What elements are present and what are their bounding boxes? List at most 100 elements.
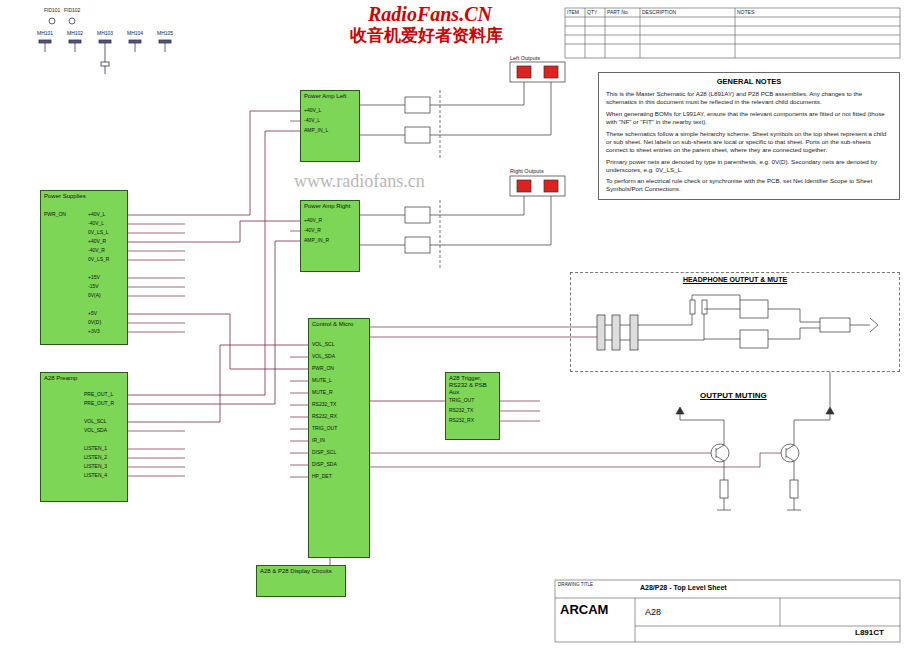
headphone-circuit-part (638, 314, 704, 340)
mounting-holes-part (101, 62, 109, 66)
net-wires-part (128, 431, 185, 432)
signal-wire (128, 111, 300, 215)
drawing-label: NOTES (737, 10, 754, 16)
parts-table-part (565, 17, 900, 18)
pin-name: TRIG_OUT (449, 398, 474, 404)
node-heading: Control & Micro (312, 321, 366, 328)
speaker-output-circuit-part (430, 196, 551, 245)
pin-name: RS232_RX (449, 418, 474, 424)
headphone-circuit-part (630, 315, 638, 350)
pin-name: -40V_R (304, 228, 321, 234)
drawing-label: FID101 (44, 8, 60, 14)
node-heading: Power Amp Left (304, 93, 356, 100)
pin-name: MUTE_L (312, 378, 332, 384)
mounting-holes-part (69, 18, 75, 24)
net-wires-part (290, 477, 308, 478)
headphone-circuit-part (740, 300, 768, 318)
output-muting-circuit (676, 372, 834, 510)
net-wires-part (290, 453, 308, 454)
drawing-label: ARCAM (560, 603, 608, 617)
pin-name: PWR_ON (44, 212, 66, 218)
pin-name: LISTEN_4 (84, 473, 107, 479)
drawing-label: MH101 (37, 31, 53, 37)
output-muting-circuit-part (781, 444, 799, 462)
net-wires-part (370, 453, 711, 454)
pin-name: +40V_R (304, 218, 322, 224)
drawing-label: QTY (587, 10, 597, 16)
speaker-output-circuit-part (360, 215, 405, 216)
net-wires-part (290, 405, 308, 406)
mounting-holes-part (75, 43, 76, 52)
speaker-output-circuit-part (510, 176, 565, 196)
mounting-holes-part (45, 43, 46, 52)
mounting-holes-part (105, 43, 106, 52)
speaker-output-circuit-part (544, 66, 558, 78)
net-wires-part (370, 337, 597, 338)
pin-name: -40V_L (88, 221, 104, 227)
net-wires-part (290, 381, 308, 382)
headphone-circuit-part (820, 318, 850, 332)
title-block (555, 580, 900, 642)
drawing-label: L891CT (855, 629, 884, 638)
mounting-holes-part (105, 52, 106, 62)
drawing-label: Left Outputs (510, 55, 540, 61)
headphone-circuit-part (702, 300, 707, 314)
output-muting-circuit-part (680, 414, 724, 445)
pin-name: PRE_OUT_R (84, 401, 114, 407)
pin-name: HP_DET (312, 474, 332, 480)
headphone-circuit-part (612, 315, 620, 350)
pin-name: IR_IN (312, 438, 325, 444)
node-heading: Power Amp Right (304, 203, 356, 210)
drawing-label: MH102 (67, 31, 83, 37)
pin-name: LISTEN_1 (84, 446, 107, 452)
mounting-holes-part (39, 40, 51, 43)
net-wires-part (290, 231, 300, 232)
parts-table-part (735, 8, 736, 58)
drawing-label: ITEM (567, 10, 579, 16)
pin-name: -15V (88, 284, 99, 290)
headphone-circuit-part (690, 300, 695, 314)
parts-table-part (565, 26, 900, 27)
net-wires-part (128, 296, 185, 297)
output-muting-circuit-part (720, 480, 728, 498)
output-muting-circuit-part (787, 510, 801, 511)
output-muting-circuit-part (711, 444, 729, 462)
headphone-circuit (597, 295, 878, 350)
node-heading: A28 Preamp (44, 375, 124, 382)
output-muting-circuit-part (724, 498, 725, 510)
dashed-region: HEADPHONE OUTPUT & MUTE (570, 272, 900, 372)
mounting-holes-part (99, 40, 111, 43)
pin-name: 0V_LS_L (88, 230, 109, 236)
mounting-holes-part (159, 40, 171, 43)
title-block-part (555, 580, 900, 642)
pin-name: PWR_ON (312, 366, 334, 372)
net-wires-part (128, 332, 185, 333)
mounting-holes-part (105, 66, 106, 74)
output-muting-circuit-part (794, 498, 795, 510)
speaker-output-circuit-part (544, 180, 558, 192)
headphone-circuit-part (638, 314, 692, 325)
parts-table-part (585, 8, 586, 58)
sheet-symbol: Power Amp Left (300, 90, 360, 162)
pin-name: 0V_LS_R (88, 257, 109, 263)
signal-wire (330, 558, 331, 565)
pin-name: 0V(A) (88, 293, 101, 299)
sheet-symbol: A28 & P28 Display Circuits (256, 565, 346, 597)
pin-name: +3V3 (88, 329, 100, 335)
net-wires-part (500, 401, 540, 402)
output-muting-circuit-part (794, 461, 795, 480)
notes-box: GENERAL NOTESThis is the Master Schemati… (598, 72, 900, 200)
net-wires-part (500, 421, 540, 422)
pin-name: VOL_SDA (84, 428, 107, 434)
node-heading: Power Supplies (44, 193, 124, 200)
watermark-text: RadioFans.CN (368, 3, 492, 25)
signal-wire (128, 345, 308, 422)
drawing-label: PART No. (607, 10, 629, 16)
speaker-output-circuit-part (517, 180, 531, 192)
net-wires-part (290, 429, 308, 430)
node-heading: GENERAL NOTES (606, 77, 892, 86)
headphone-circuit-part (850, 325, 870, 326)
note-paragraph: These schematics follow a simple heirarc… (606, 130, 892, 154)
mounting-holes-part (165, 43, 166, 52)
